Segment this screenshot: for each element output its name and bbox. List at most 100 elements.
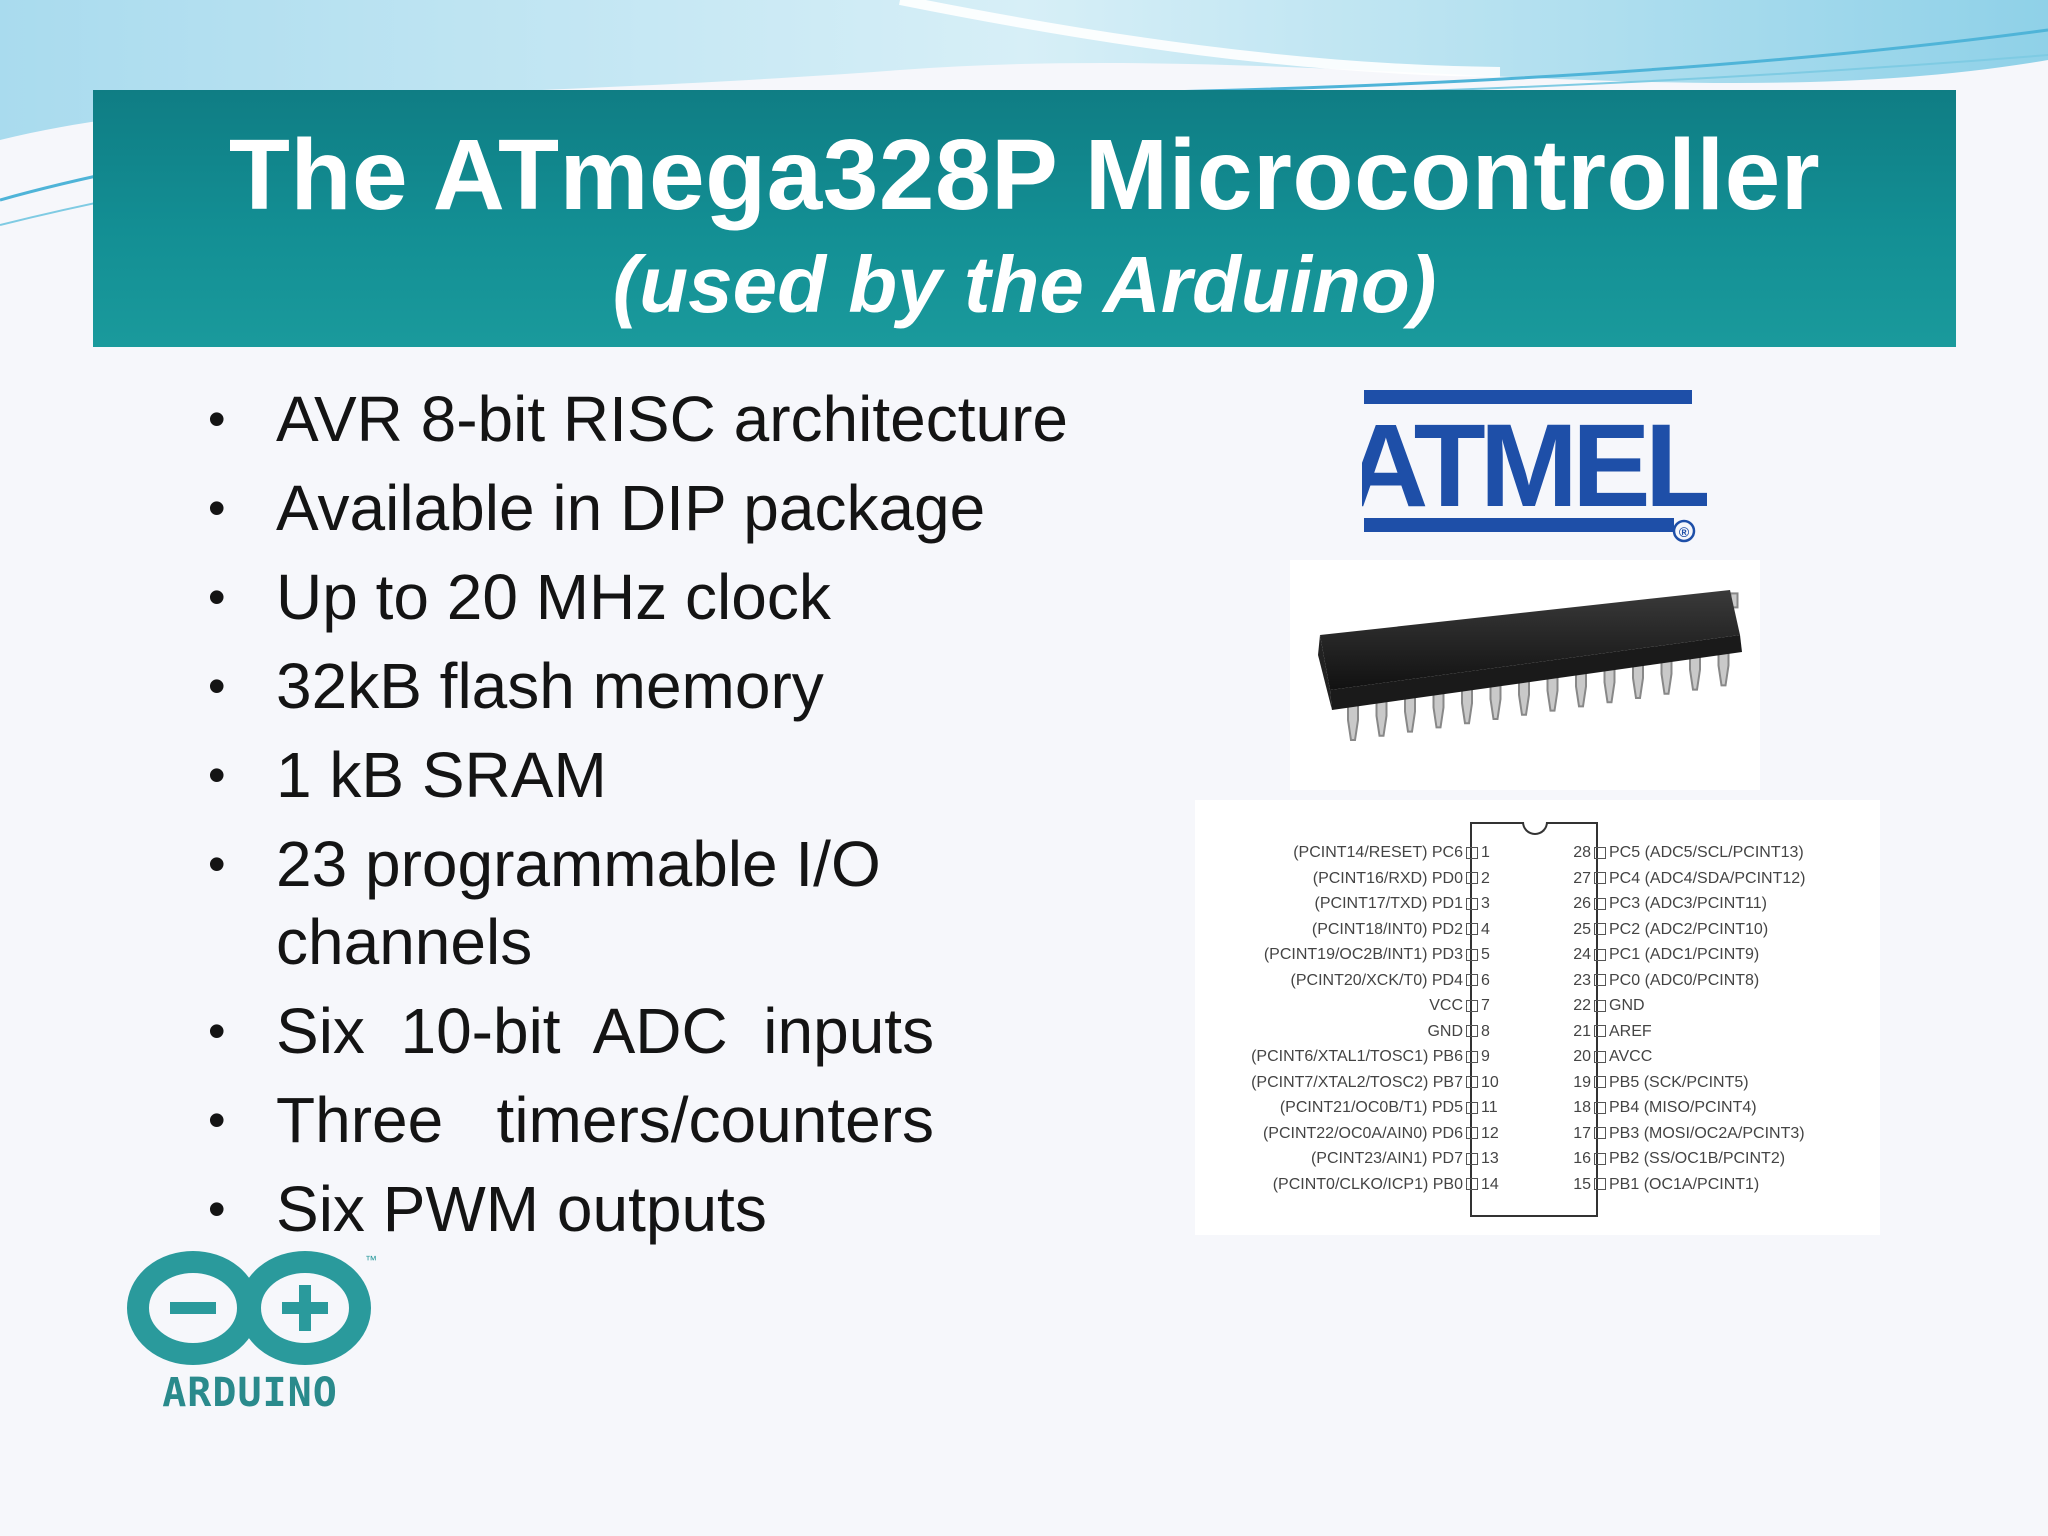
dip-chip-image: // pins drawn below via script (1290, 560, 1760, 790)
pin-label: PC0 (ADC0/PCINT8) (1609, 971, 1760, 989)
pin-label: (PCINT16/RXD) PD0 (1312, 869, 1463, 887)
pin-label: AREF (1609, 1022, 1652, 1040)
bullet-item: •23 programmable I/O channels (200, 825, 936, 981)
bullet-item: •Six 10-bit ADC inputs (200, 992, 1150, 1070)
pin-square-icon (1594, 1076, 1606, 1089)
pin-square-icon (1594, 1127, 1606, 1140)
atmel-wordmark: ATMEL (1362, 400, 1707, 532)
pin-label: (PCINT18/INT0) PD2 (1311, 920, 1463, 938)
pin-number: 19 (1573, 1073, 1591, 1091)
bullet-text: Three timers/counters (276, 1084, 934, 1156)
bullet-item: • 1 kB SRAM (200, 736, 1150, 814)
pin-number: 14 (1481, 1175, 1499, 1193)
pin-square-icon (1466, 948, 1478, 961)
pin-square-icon (1466, 1127, 1478, 1140)
pin-number: 20 (1573, 1048, 1591, 1065)
bullet-text: Six 10-bit ADC inputs (276, 995, 935, 1067)
pin-number: 12 (1481, 1124, 1499, 1142)
pin-number: 24 (1573, 946, 1591, 963)
pin-square-icon (1594, 1025, 1606, 1038)
bullet-dot-icon: • (208, 391, 226, 447)
pin-label: (PCINT6/XTAL1/TOSC1) PB6 (1251, 1048, 1463, 1065)
pin-square-icon (1466, 1152, 1478, 1165)
pin-number: 4 (1481, 920, 1490, 938)
pin-number: 27 (1573, 869, 1591, 887)
pin-number: 2 (1481, 869, 1490, 887)
dip-chip-drawing: // pins drawn below via script (1318, 590, 1742, 741)
pin-square-icon (1594, 846, 1606, 859)
pin-label: PC5 (ADC5/SCL/PCINT13) (1609, 844, 1804, 861)
pin-square-icon (1466, 999, 1478, 1012)
pin-number: 22 (1573, 997, 1591, 1014)
pin-square-icon (1466, 872, 1478, 885)
pin-label: PB3 (MOSI/OC2A/PCINT3) (1609, 1124, 1805, 1142)
pin-number: 5 (1481, 946, 1490, 963)
bullet-text: 1 kB SRAM (276, 739, 607, 811)
pin-number: 7 (1481, 997, 1490, 1014)
pin-left-2: (PCINT16/RXD) PD0 2 (1313, 866, 1505, 891)
pin-square-icon (1466, 1076, 1478, 1089)
pin-square-icon (1594, 1152, 1606, 1165)
pin-label: PC3 (ADC3/PCINT11) (1609, 895, 1767, 912)
trademark-mark: ™ (365, 1253, 377, 1267)
title-band: The ATmega328P Microcontroller (used by … (93, 90, 1956, 347)
pin-number: 6 (1481, 971, 1490, 989)
pin-left-4: (PCINT18/INT0) PD2 4 (1312, 917, 1505, 942)
pin-left-12: (PCINT22/OC0A/AIN0) PD6 12 (1263, 1121, 1505, 1146)
pin-square-icon (1466, 974, 1478, 987)
pin-label: PB1 (OC1A/PCINT1) (1609, 1175, 1760, 1193)
ic-notch-icon (1522, 822, 1548, 835)
bullet-dot-icon: • (208, 480, 226, 536)
bullet-text: Six PWM outputs (276, 1173, 767, 1245)
pin-square-icon (1594, 974, 1606, 987)
pin-label: (PCINT22/OC0A/AIN0) PD6 (1262, 1124, 1463, 1142)
bullet-dot-icon: • (208, 569, 226, 625)
pin-square-icon (1594, 872, 1606, 885)
pin-label: (PCINT7/XTAL2/TOSC2) PB7 (1251, 1073, 1463, 1091)
pin-label: PC4 (ADC4/SDA/PCINT12) (1609, 869, 1806, 887)
pin-number: 8 (1481, 1022, 1490, 1040)
pin-label: VCC (1429, 997, 1463, 1014)
pin-number: 15 (1573, 1175, 1591, 1193)
bullet-text: Available in DIP package (276, 472, 986, 544)
bullet-item: • Available in DIP package (200, 469, 1150, 547)
pin-number: 13 (1481, 1150, 1499, 1167)
bullet-item: • Up to 20 MHz clock (200, 558, 1150, 636)
slide-title: The ATmega328P Microcontroller (228, 119, 1821, 231)
pin-square-icon (1594, 1101, 1606, 1114)
pin-number: 11 (1481, 1099, 1498, 1116)
pin-label: PB5 (SCK/PCINT5) (1609, 1073, 1749, 1091)
bullet-dot-icon: • (208, 836, 226, 892)
bullet-dot-icon: • (208, 658, 226, 714)
bullet-dot-icon: • (208, 1181, 226, 1237)
pin-label: PC2 (ADC2/PCINT10) (1609, 920, 1769, 938)
pin-label: PB2 (SS/OC1B/PCINT2) (1609, 1150, 1786, 1167)
atmel-logo: ATMEL ® (1362, 390, 1707, 543)
bullet-dot-icon: • (208, 747, 226, 803)
bullet-text: Up to 20 MHz clock (276, 561, 831, 633)
pin-left-7: VCC 7 (1429, 993, 1505, 1018)
pin-square-icon (1466, 923, 1478, 936)
pin-square-icon (1466, 1050, 1478, 1063)
pin-label: GND (1609, 997, 1645, 1014)
pin-square-icon (1594, 923, 1606, 936)
pin-square-icon (1466, 1025, 1478, 1038)
pin-number: 26 (1573, 895, 1591, 912)
ic-package-outline (1470, 822, 1598, 1217)
pin-number: 1 (1481, 844, 1490, 861)
pin-label: PB4 (MISO/PCINT4) (1609, 1099, 1757, 1116)
pin-square-icon (1594, 1050, 1606, 1063)
bullet-item: •32kB flash memory (200, 647, 1150, 725)
pin-label: (PCINT17/TXD) PD1 (1314, 895, 1463, 912)
